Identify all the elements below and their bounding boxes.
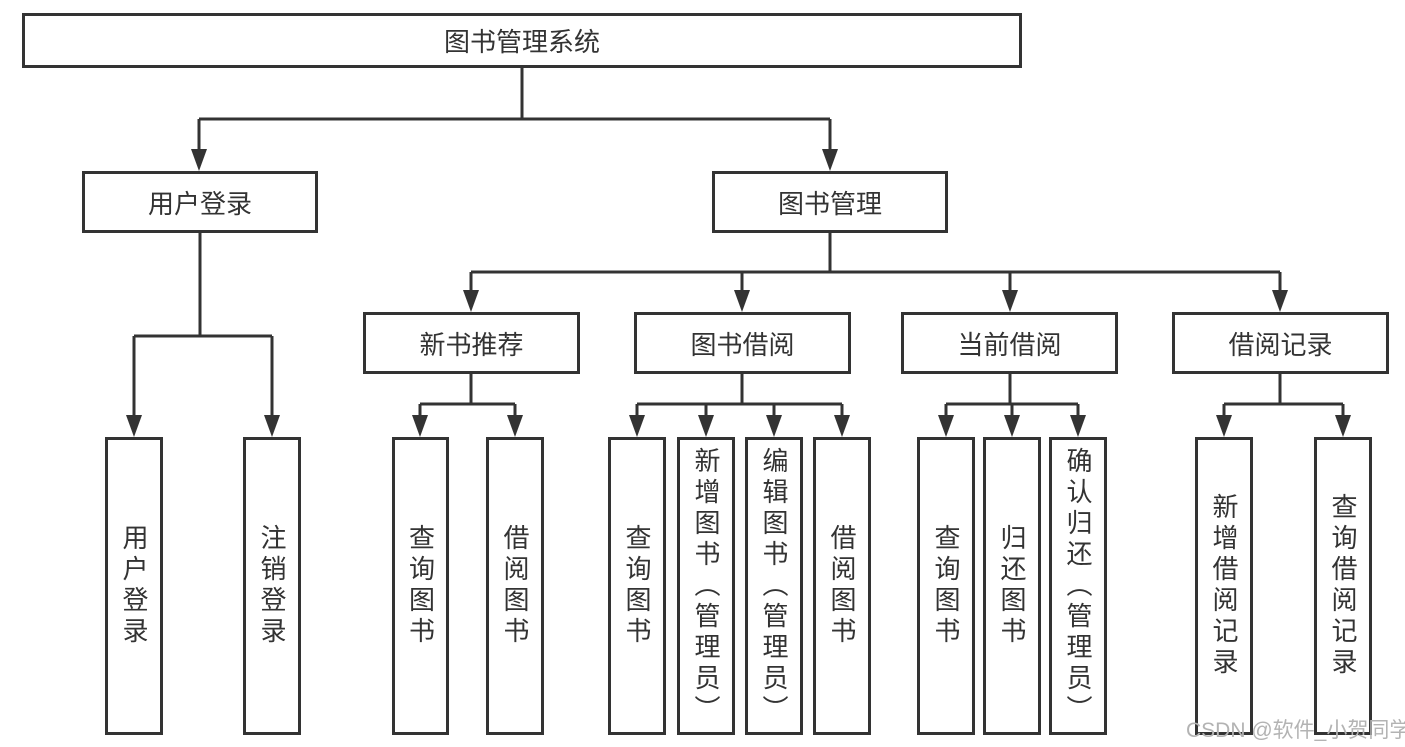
leaf-query-books-recommend: 查询图书: [392, 437, 449, 735]
node-current-borrow: 当前借阅: [901, 312, 1118, 374]
leaf-add-books-admin: 新增图书（管理员）: [677, 437, 735, 735]
leaf-borrow-books: 借阅图书: [813, 437, 871, 735]
leaf-borrow-books-recommend-label: 借阅图书: [500, 524, 530, 648]
node-user-login: 用户登录: [82, 171, 318, 233]
arrowheads: [126, 149, 1351, 437]
leaf-edit-books-admin: 编辑图书（管理员）: [745, 437, 803, 735]
leaf-query-books-current-label: 查询图书: [931, 524, 961, 648]
leaf-confirm-return-admin-label: 确认归还（管理员）: [1063, 446, 1093, 726]
leaf-edit-books-admin-label: 编辑图书（管理员）: [759, 446, 789, 726]
node-book-management-label: 图书管理: [777, 188, 882, 219]
node-new-book-recommend: 新书推荐: [363, 312, 580, 374]
node-book-borrow-label: 图书借阅: [690, 329, 795, 360]
leaf-return-books-label: 归还图书: [997, 524, 1027, 648]
node-book-management: 图书管理: [712, 171, 948, 233]
node-new-book-recommend-label: 新书推荐: [419, 329, 524, 360]
node-user-login-label: 用户登录: [147, 188, 252, 219]
node-library-system-label: 图书管理系统: [443, 27, 600, 57]
leaf-query-books-borrow-label: 查询图书: [622, 524, 652, 648]
node-borrow-records-label: 借阅记录: [1228, 329, 1333, 360]
watermark: CSDN @软件_小贺同学: [1186, 719, 1405, 742]
leaf-return-books: 归还图书: [983, 437, 1041, 735]
leaf-query-borrow-record-label: 查询借阅记录: [1328, 493, 1358, 679]
leaf-query-books-borrow: 查询图书: [608, 437, 666, 735]
node-current-borrow-label: 当前借阅: [957, 329, 1062, 360]
leaf-borrow-books-label: 借阅图书: [827, 524, 857, 648]
leaf-borrow-books-recommend: 借阅图书: [486, 437, 544, 735]
node-borrow-records: 借阅记录: [1172, 312, 1389, 374]
leaf-query-books-current: 查询图书: [917, 437, 975, 735]
leaf-add-books-admin-label: 新增图书（管理员）: [691, 446, 721, 726]
leaf-query-borrow-record: 查询借阅记录: [1314, 437, 1372, 735]
leaf-logout: 注销登录: [243, 437, 301, 735]
leaf-add-borrow-record: 新增借阅记录: [1195, 437, 1253, 735]
leaf-confirm-return-admin: 确认归还（管理员）: [1049, 437, 1107, 735]
node-library-system: 图书管理系统: [22, 13, 1022, 68]
leaf-user-login: 用户登录: [105, 437, 163, 735]
leaf-logout-label: 注销登录: [257, 524, 287, 648]
leaf-add-borrow-record-label: 新增借阅记录: [1209, 493, 1239, 679]
leaf-query-books-recommend-label: 查询图书: [405, 524, 436, 648]
node-book-borrow: 图书借阅: [634, 312, 851, 374]
leaf-user-login-label: 用户登录: [119, 524, 149, 648]
